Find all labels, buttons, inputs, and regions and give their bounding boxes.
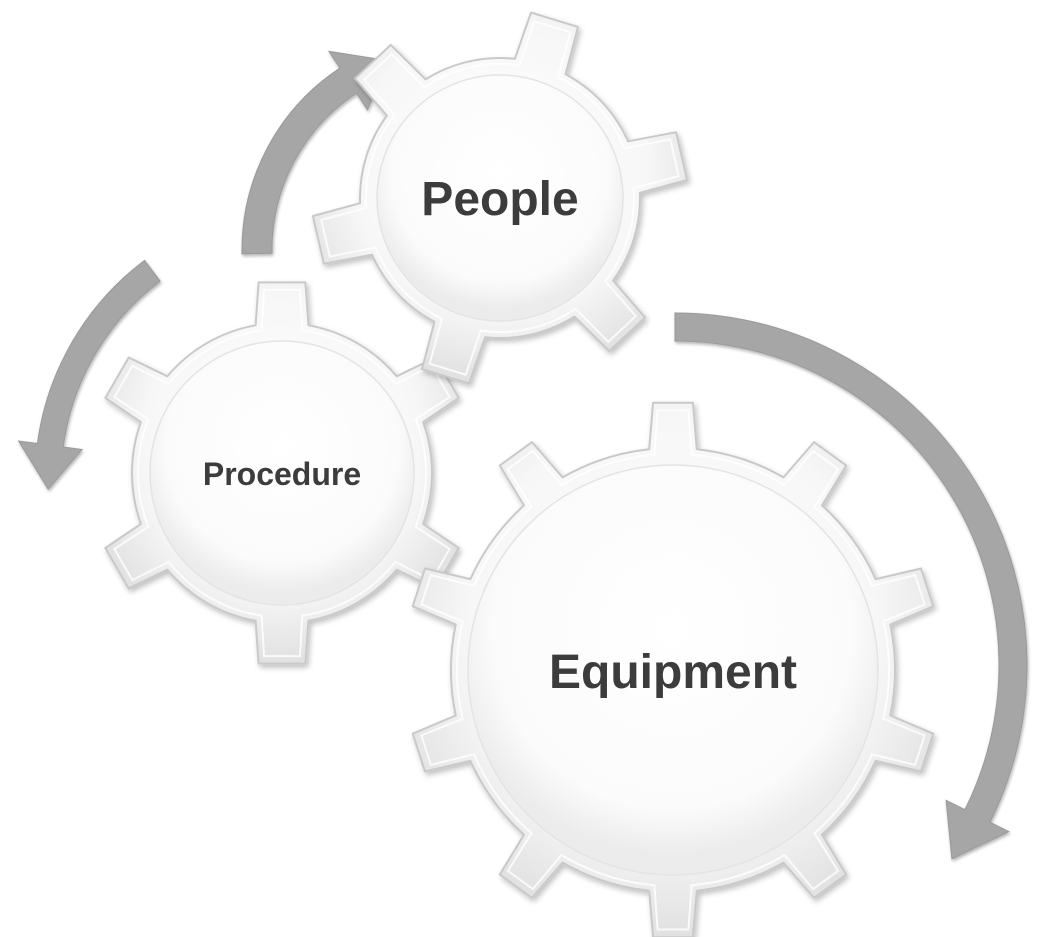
curved-arrow-icon [17, 259, 161, 490]
equipment-label: Equipment [549, 646, 797, 699]
gear-people: People [311, 11, 689, 385]
gear-equipment: Equipment [411, 401, 935, 937]
people-label: People [421, 173, 578, 226]
gear-hub [149, 340, 415, 606]
gear-hub [376, 74, 624, 322]
gear-bevel [420, 409, 926, 931]
procedure-label: Procedure [203, 456, 361, 492]
gear-hub [467, 464, 879, 876]
gear-bevel [113, 288, 451, 658]
gear-bevel [320, 20, 680, 376]
curved-arrow-icon [674, 312, 1028, 860]
gear-procedure: Procedure [104, 281, 460, 665]
